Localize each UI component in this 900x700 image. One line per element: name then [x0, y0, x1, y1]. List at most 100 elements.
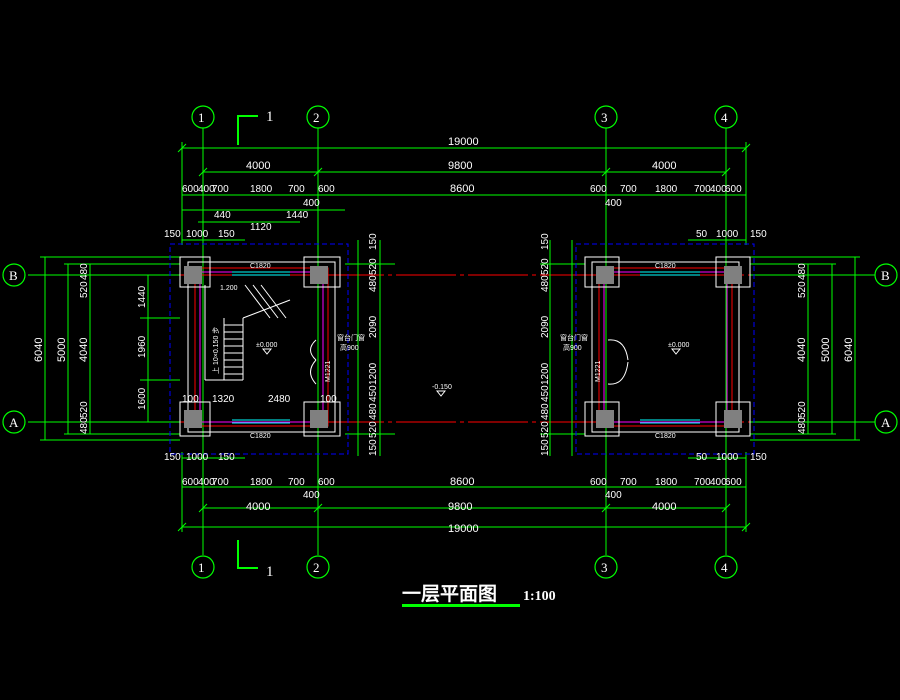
axis-label-3-bottom: 3 — [601, 560, 608, 575]
dim-text: 450 — [368, 385, 379, 402]
door-label: M1221 — [325, 360, 332, 382]
axis-label-2-top: 2 — [313, 110, 320, 125]
dim-text: 450 — [540, 385, 551, 402]
dim-bay-right-top: 4000 — [652, 160, 676, 172]
dim-overall-bottom: 19000 — [448, 523, 479, 535]
dim-text: 700 — [694, 477, 711, 488]
axis-label-a-right: A — [881, 415, 891, 430]
dim-text: 440 — [214, 210, 231, 221]
dim-bay-center-bottom: 9800 — [448, 501, 472, 513]
dim-text: 2090 — [540, 315, 551, 338]
dim-text: 150 — [218, 452, 235, 463]
left-pavilion — [179, 256, 341, 437]
dim-text: 1000 — [716, 452, 739, 463]
dim-text: 400 — [605, 490, 622, 501]
dim-text: 4040 — [78, 338, 90, 362]
dim-bay-left-bottom: 4000 — [246, 501, 270, 513]
axis-label-4-bottom: 4 — [721, 560, 728, 575]
top-dim-labels: 19000 4000 9800 4000 600 400 700 1800 70… — [164, 136, 767, 240]
dims-left — [40, 256, 180, 441]
dim-text: 480 — [368, 275, 379, 292]
dim-text: 400 — [710, 184, 727, 195]
dim-text: 600 — [725, 477, 742, 488]
dim-text: 700 — [694, 184, 711, 195]
dim-text: 150 — [368, 233, 379, 250]
dim-text: 700 — [620, 477, 637, 488]
dim-text: 520 — [540, 421, 551, 438]
window-label: C1820 — [250, 433, 271, 440]
right-dim-labels: 6040 5000 4040 480 520 520 480 — [796, 263, 855, 434]
center-level-mark — [435, 390, 447, 397]
dim-text: 600 — [318, 184, 335, 195]
stair-note: 上 10×0.150 步 — [211, 327, 220, 374]
dim-text: 520 — [368, 421, 379, 438]
dim-text: 600 — [318, 477, 335, 488]
dim-text: 1000 — [716, 229, 739, 240]
section-marks — [237, 115, 258, 569]
window-label: C1820 — [655, 263, 676, 270]
dim-text: 1440 — [137, 285, 148, 308]
dim-text: 520 — [79, 281, 90, 298]
axis-label-1-top: 1 — [198, 110, 205, 125]
column — [715, 401, 751, 437]
dim-text: 1200 — [368, 362, 379, 385]
dim-text: 1600 — [137, 387, 148, 410]
axis-label-b-left: B — [9, 268, 18, 283]
dim-text: 150 — [750, 229, 767, 240]
dim-text: 150 — [540, 439, 551, 456]
dim-text: 600 — [590, 477, 607, 488]
dim-text: 4040 — [796, 338, 808, 362]
dim-text: 700 — [212, 184, 229, 195]
column — [584, 256, 620, 288]
dim-text: 150 — [164, 452, 181, 463]
dim-text: 1800 — [655, 477, 678, 488]
axis-label-b-right: B — [881, 268, 890, 283]
dim-text: 5000 — [820, 338, 832, 362]
dim-text: 520 — [797, 281, 808, 298]
door-note: 高900 — [563, 343, 582, 352]
section-label-bottom: 1 — [266, 564, 274, 580]
window-label: C1820 — [250, 263, 271, 270]
dims-right — [750, 256, 860, 441]
bottom-dim-labels: 19000 4000 9800 4000 600 400 700 1800 70… — [164, 452, 767, 535]
dim-text: 50 — [696, 452, 708, 463]
dim-text: 50 — [696, 229, 708, 240]
door-note: 窗台门窗 — [337, 333, 365, 342]
dim-text: 6040 — [33, 338, 45, 362]
site-boundary — [169, 243, 755, 455]
middle-dim-labels: 150 520 480 2090 1200 450 480 520 150 15… — [368, 233, 551, 456]
dim-text: 400 — [303, 490, 320, 501]
dim-text: 700 — [288, 477, 305, 488]
dims-bottom — [177, 452, 751, 532]
dim-text: 520 — [540, 258, 551, 275]
axis-label-1-bottom: 1 — [198, 560, 205, 575]
dim-text: 480 — [797, 417, 808, 434]
column — [584, 401, 620, 437]
dim-text: 400 — [198, 184, 215, 195]
axis-label-a-left: A — [9, 415, 19, 430]
column — [715, 256, 751, 288]
dim-text: 520 — [79, 401, 90, 418]
dim-text: 1800 — [250, 477, 273, 488]
dim-bay-center-top: 9800 — [448, 160, 472, 172]
axis-label-3-top: 3 — [601, 110, 608, 125]
dim-text: 150 — [750, 452, 767, 463]
dim-center-bottom: 8600 — [450, 476, 474, 488]
dim-text: 1120 — [250, 222, 272, 233]
dim-bay-right-bottom: 4000 — [652, 501, 676, 513]
dim-text: 2480 — [268, 394, 291, 405]
dim-text: 480 — [368, 403, 379, 420]
column — [303, 401, 341, 437]
door-note: 高900 — [340, 343, 359, 352]
left-dim-labels: 6040 5000 4040 480 520 520 480 1440 1960… — [33, 263, 148, 434]
dim-text: 1800 — [250, 184, 273, 195]
dim-text: 480 — [797, 263, 808, 280]
dim-text: 700 — [288, 184, 305, 195]
column — [303, 256, 341, 288]
dim-text: 400 — [605, 198, 622, 209]
dim-text: 150 — [368, 439, 379, 456]
drawing-title: 一层平面图 — [402, 583, 497, 605]
dim-text: 1440 — [286, 210, 309, 221]
dim-text: 150 — [218, 229, 235, 240]
